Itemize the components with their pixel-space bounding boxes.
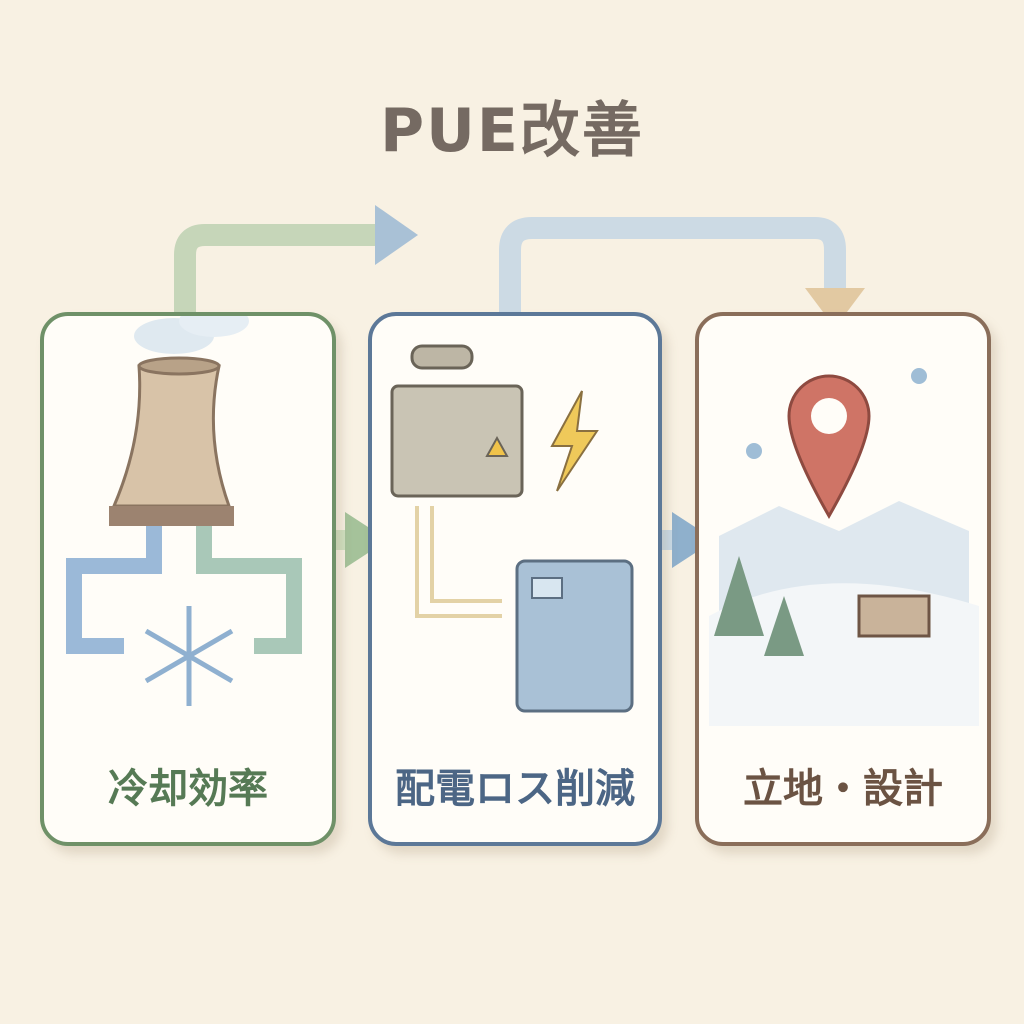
arrow-panel1-to-2 <box>345 512 388 568</box>
panel-label: 冷却効率 <box>108 766 268 812</box>
lightning-icon <box>550 390 599 492</box>
arrow-panel2-to-3 <box>672 512 715 568</box>
pine-tree <box>714 556 764 636</box>
snowflake-icon <box>144 606 234 706</box>
snowflake-icon <box>746 368 927 459</box>
green-flow-arrow <box>174 224 385 312</box>
green-arrowhead <box>375 205 418 265</box>
blue-flow-arrow <box>499 217 846 312</box>
panel-cooling-efficiency: 冷却効率 <box>40 312 336 846</box>
location-pin-icon <box>787 374 871 520</box>
location-pin-snow-icon <box>709 368 979 726</box>
pine-tree <box>764 596 804 656</box>
panel-power-loss-reduction: 配電ロス削減 <box>368 312 662 846</box>
transformer-ups-icon <box>390 344 634 713</box>
panel-label: 立地・設計 <box>743 766 943 812</box>
cooling-tower-icon <box>66 316 302 706</box>
building <box>857 594 931 638</box>
panel-label: 配電ロス削減 <box>395 766 635 812</box>
panel-site-design: 立地・設計 <box>695 312 991 846</box>
tan-arrowhead <box>805 288 865 328</box>
page-title: PUE改善 <box>380 96 644 166</box>
